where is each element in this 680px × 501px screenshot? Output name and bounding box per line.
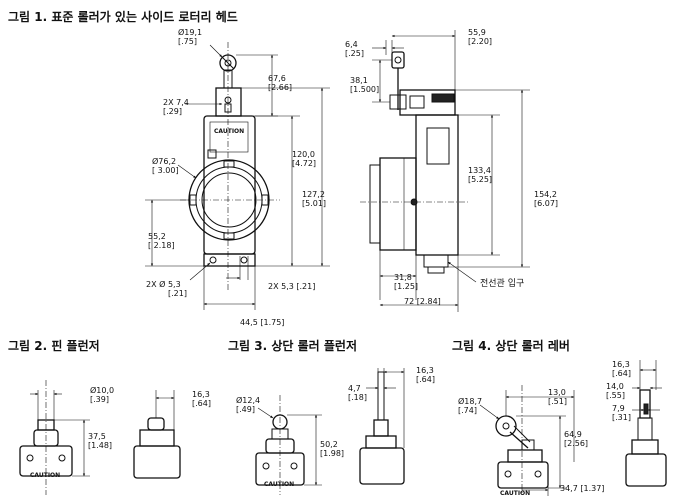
- fig1-s1542-label: 154,2[6.07]: [534, 190, 559, 208]
- fig1-caution-plate: CAUTION: [214, 128, 245, 135]
- fig2-side-view: [133, 390, 181, 479]
- fig1-caption: 그림 1. 표준 롤러가 있는 사이드 로터리 헤드: [8, 10, 238, 24]
- fig1-s72-label: 72 [2.84]: [404, 297, 441, 306]
- fig4-side-view: [625, 360, 667, 487]
- fig3-d124-label: Ø12,4[.49]: [236, 396, 261, 414]
- fig2-h375-label: 37,5[1.48]: [88, 432, 113, 450]
- fig4-s140-label: 14,0[.55]: [606, 382, 625, 400]
- fig1-s381-label: 38,1[1.500]: [350, 76, 380, 94]
- fig4-d187-label: Ø18,7[.74]: [458, 397, 483, 415]
- fig1-front-view: [180, 42, 280, 290]
- fig3-caption: 그림 3. 상단 롤러 플런저: [228, 339, 357, 353]
- fig3-s47-label: 4,7[.18]: [348, 384, 367, 402]
- fig1-front-dimensions: [145, 44, 330, 310]
- fig1-hole-label: 2X 7,4[.29]: [163, 98, 189, 116]
- fig3-h502-label: 50,2[1.98]: [320, 440, 345, 458]
- fig1-side-dimensions: [372, 30, 530, 312]
- fig2-s163-label: 16,3[.64]: [192, 390, 211, 408]
- fig4-w347-label: 34,7 [1.37]: [560, 484, 605, 493]
- fig1-side-width-label: 55,9[2.20]: [468, 28, 493, 46]
- fig4-caution-plate: CAUTION: [500, 490, 531, 497]
- fig2-caption: 그림 2. 핀 플런저: [8, 339, 100, 353]
- fig1-h127-label: 127,2[5.01]: [302, 190, 327, 208]
- fig1-h55-label: 55,2[ 2.18]: [148, 232, 175, 250]
- fig1-body-dia-label: Ø76,2[ 3.00]: [152, 157, 179, 175]
- fig1-conduit-entry-label: 전선관 입구: [480, 279, 525, 289]
- fig4-s163-label: 16,3[.64]: [612, 360, 631, 378]
- fig1-s1334-label: 133,4[5.25]: [468, 166, 493, 184]
- fig3-s163-label: 16,3[.64]: [416, 366, 435, 384]
- fig2-d10-label: Ø10,0[.39]: [90, 386, 115, 404]
- fig1-width-label: 44,5 [1.75]: [240, 318, 285, 327]
- fig2-caution-plate: CAUTION: [30, 472, 61, 479]
- fig3-front-view: [255, 395, 322, 495]
- fig1-h120-label: 120,0[4.72]: [292, 150, 317, 168]
- fig4-front-view: [479, 385, 575, 496]
- fig3-caution-plate: CAUTION: [264, 481, 295, 488]
- fig1-mount-dia-label: 2X Ø 5,3[.21]: [146, 280, 187, 298]
- fig4-s79-label: 7,9[.31]: [612, 404, 631, 422]
- fig1-head-height-label: 67,6[2.66]: [268, 74, 293, 92]
- fig1-mount-spacing-label: 2X 5,3 [.21]: [268, 282, 316, 291]
- fig1-s318-label: 31,8[1.25]: [394, 273, 419, 291]
- fig1-s64-label: 6,4[.25]: [345, 40, 364, 58]
- fig1-roller-dia-label: Ø19,1[.75]: [178, 28, 203, 46]
- fig4-w130-label: 13,0[.51]: [548, 388, 567, 406]
- fig1-side-view: [360, 51, 470, 274]
- fig2-front-view: [19, 380, 90, 495]
- fig4-caption: 그림 4. 상단 롤러 레버: [452, 339, 570, 353]
- fig3-side-view: [359, 368, 405, 485]
- fig4-h649-label: 64,9[2.56]: [564, 430, 589, 448]
